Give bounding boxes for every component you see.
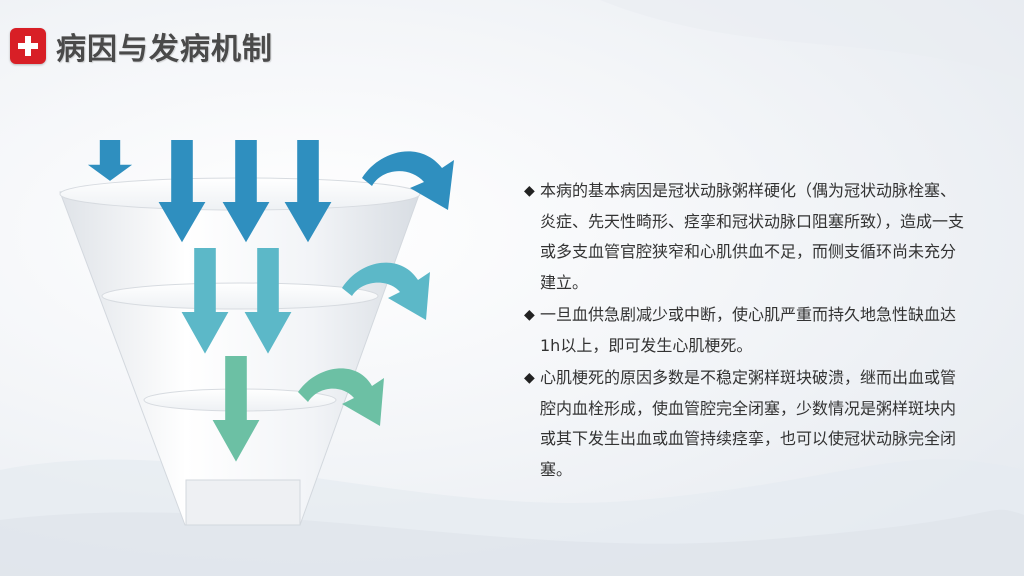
- funnel-rim-middle: [101, 282, 379, 310]
- funnel-diagram: [59, 140, 454, 526]
- medical-cross-icon: [10, 28, 46, 64]
- funnel-body: [59, 180, 421, 526]
- paragraph-text: 本病的基本病因是冠状动脉粥样硬化（偶为冠状动脉栓塞、炎症、先天性畸形、痉挛和冠状…: [540, 181, 965, 292]
- title-bar: 病因与发病机制: [10, 26, 273, 67]
- paragraph-text: 一旦血供急剧减少或中断，使心肌严重而持久地急性缺血达1h以上，即可发生心肌梗死。: [540, 305, 957, 355]
- tier3-curved-arrow: [298, 368, 384, 426]
- paragraph-text: 心肌梗死的原因多数是不稳定粥样斑块破溃，继而出血或管腔内血栓形成，使血管腔完全闭…: [540, 368, 957, 479]
- paragraph-2: ◆ 一旦血供急剧减少或中断，使心肌严重而持久地急性缺血达1h以上，即可发生心肌梗…: [524, 300, 964, 361]
- paragraph-1: ◆ 本病的基本病因是冠状动脉粥样硬化（偶为冠状动脉栓塞、炎症、先天性畸形、痉挛和…: [524, 176, 964, 298]
- content-text-block: ◆ 本病的基本病因是冠状动脉粥样硬化（偶为冠状动脉栓塞、炎症、先天性畸形、痉挛和…: [524, 176, 964, 487]
- paragraph-3: ◆ 心肌梗死的原因多数是不稳定粥样斑块破溃，继而出血或管腔内血栓形成，使血管腔完…: [524, 363, 964, 485]
- page-title: 病因与发病机制: [56, 32, 273, 67]
- diamond-bullet-icon: ◆: [524, 183, 535, 199]
- tier1-curved-arrow: [362, 151, 454, 210]
- funnel-base: [185, 479, 301, 526]
- tier2-curved-arrow: [342, 262, 430, 320]
- diamond-bullet-icon: ◆: [524, 370, 535, 386]
- diamond-bullet-icon: ◆: [524, 307, 535, 323]
